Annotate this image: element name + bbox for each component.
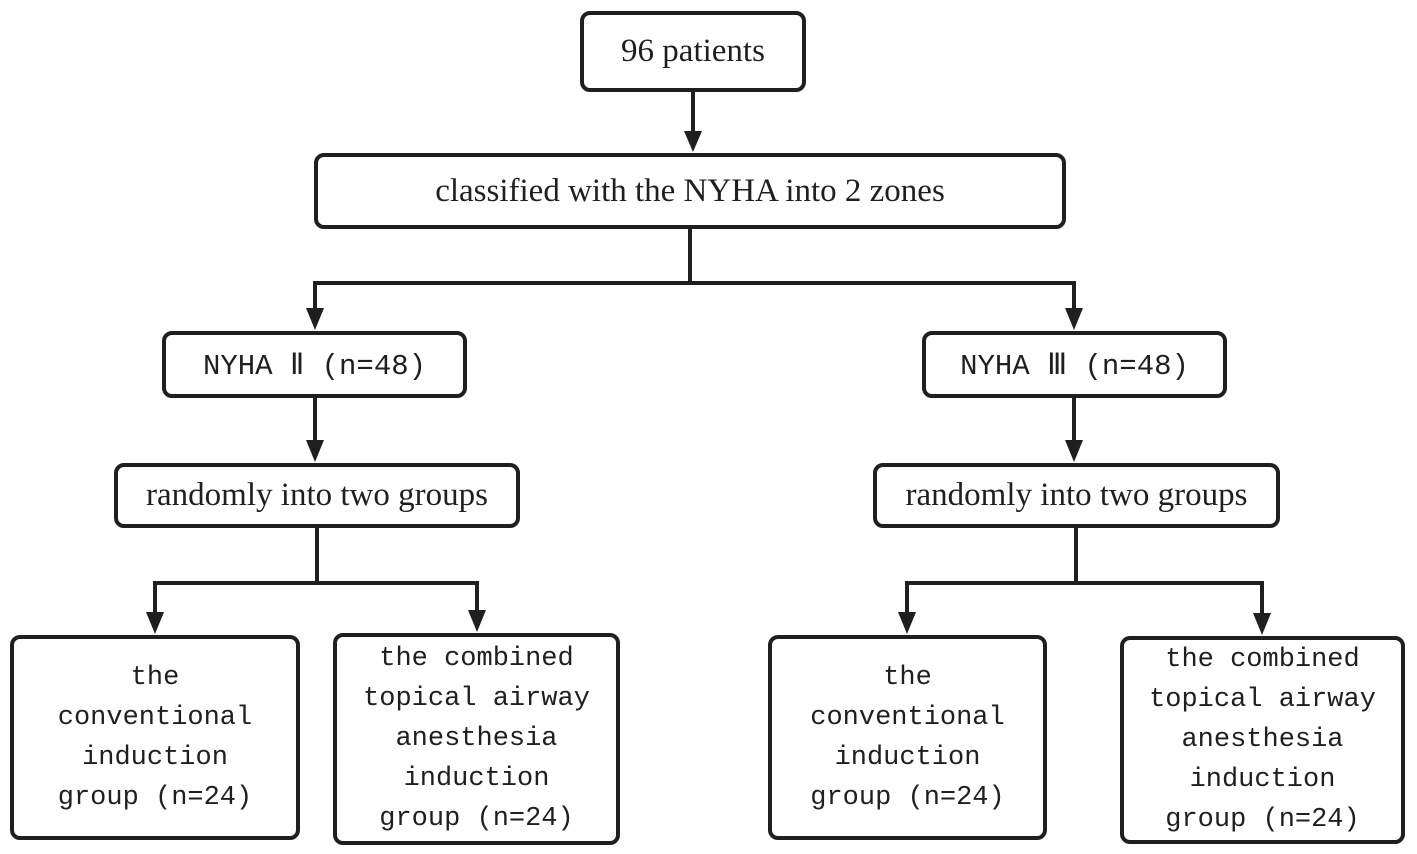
node-randomize-left-label: randomly into two groups (146, 477, 488, 513)
group-label-line: group (n=24) (810, 782, 1005, 813)
node-nyha-3: NYHA Ⅲ (n=48) (922, 331, 1227, 398)
group-label-line: induction (1189, 765, 1336, 795)
connector-randomize-right-split (898, 526, 1271, 635)
arrowhead-icon (468, 610, 486, 632)
node-nyha-2-label: NYHA Ⅱ (n=48) (202, 349, 427, 383)
node-conventional-group-nyha3: the conventional induction group (n=24) (768, 635, 1047, 840)
arrowhead-icon (1065, 440, 1083, 462)
group-label-line: the (883, 662, 932, 693)
group-label-line: the (130, 662, 180, 693)
node-nyha-2: NYHA Ⅱ (n=48) (162, 331, 467, 398)
arrowhead-icon (146, 612, 164, 634)
group-label-line: topical airway (363, 684, 590, 714)
arrowhead-icon (306, 308, 324, 330)
group-label-line: conventional (810, 702, 1005, 733)
node-randomize-right-label: randomly into two groups (905, 477, 1248, 513)
arrowhead-icon (898, 612, 916, 634)
connector-randomize-left-split (146, 526, 486, 634)
node-combined-anesthesia-group-nyha2: the combined topical airway anesthesia i… (333, 633, 620, 845)
group-label-line: group (n=24) (379, 804, 574, 834)
group-label-line: group (n=24) (1165, 805, 1360, 835)
connector-root-to-classify (684, 90, 702, 152)
connector-zone3-to-randomize (1065, 396, 1083, 462)
arrowhead-icon (306, 440, 324, 462)
node-total-patients-label: 96 patients (621, 33, 765, 69)
node-total-patients: 96 patients (580, 11, 806, 92)
arrowhead-icon (1253, 613, 1271, 635)
arrowhead-icon (1065, 308, 1083, 330)
node-combined-anesthesia-group-nyha3: the combined topical airway anesthesia i… (1120, 636, 1405, 844)
group-label-line: anesthesia (395, 724, 558, 754)
connector-classify-split (306, 227, 1083, 330)
node-nyha-3-label: NYHA Ⅲ (n=48) (960, 349, 1189, 383)
group-label-line: the combined (1165, 645, 1360, 675)
group-label-line: conventional (57, 702, 253, 733)
group-label-line: topical airway (1149, 685, 1376, 715)
group-label-line: induction (82, 742, 228, 773)
group-label-line: group (n=24) (57, 782, 253, 813)
node-nyha-classification-label: classified with the NYHA into 2 zones (435, 172, 945, 209)
node-nyha-classification: classified with the NYHA into 2 zones (314, 153, 1066, 229)
group-label-line: induction (403, 764, 550, 794)
connector-zone2-to-randomize (306, 396, 324, 462)
group-label-line: anesthesia (1181, 725, 1344, 755)
arrowhead-icon (684, 131, 702, 152)
node-randomize-right: randomly into two groups (873, 463, 1280, 528)
group-label-line: induction (834, 742, 981, 773)
group-label-line: the combined (379, 644, 574, 674)
node-conventional-group-nyha2: the conventional induction group (n=24) (10, 635, 300, 840)
node-randomize-left: randomly into two groups (114, 463, 520, 528)
